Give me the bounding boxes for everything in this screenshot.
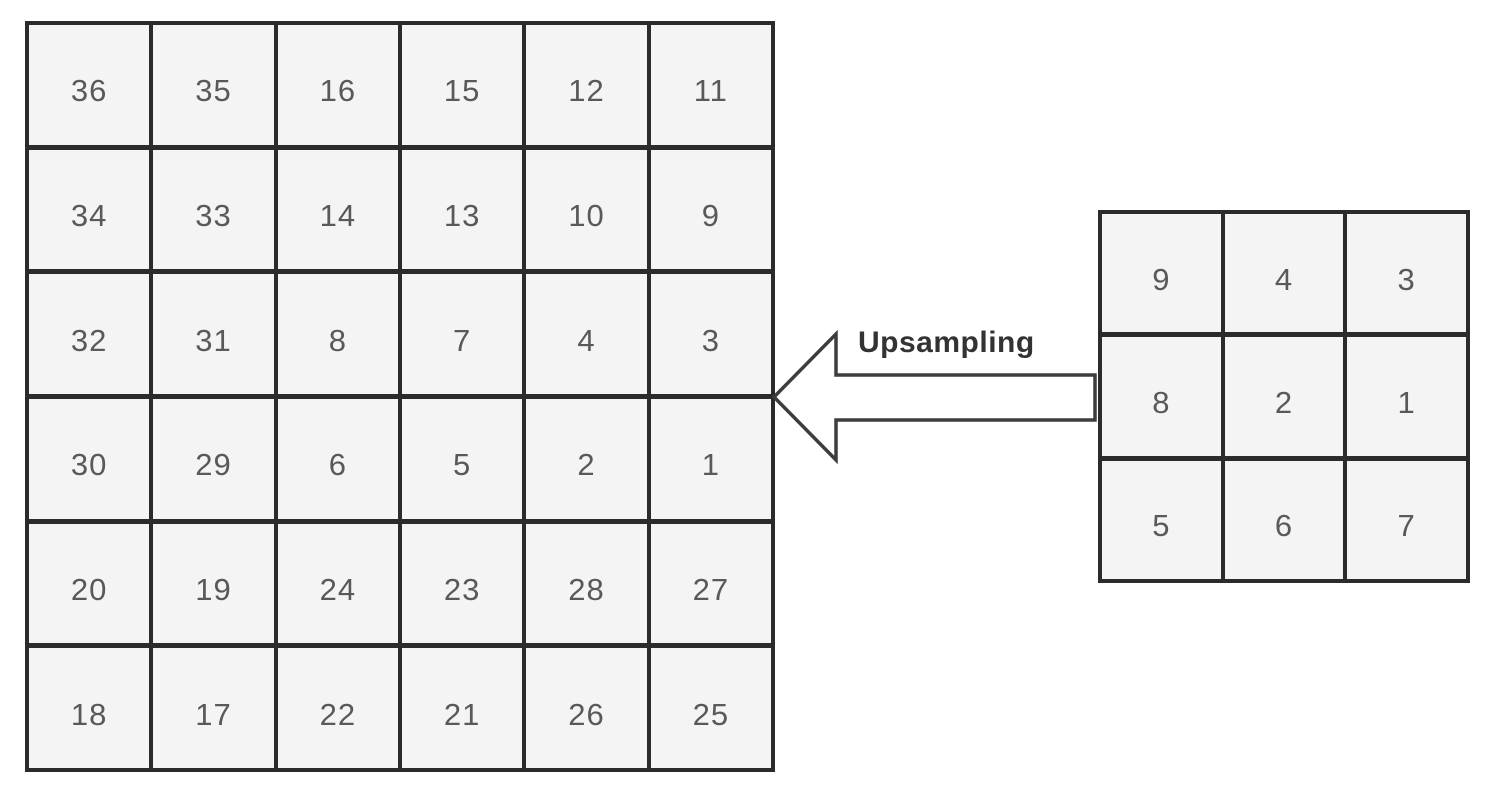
grid-cell: 4 bbox=[1224, 214, 1344, 333]
grid-cell: 36 bbox=[29, 25, 150, 145]
grid-cell: 20 bbox=[29, 523, 150, 644]
upsampling-label: Upsampling bbox=[858, 326, 1035, 359]
grid-cell: 9 bbox=[1102, 214, 1221, 333]
grid-cell: 1 bbox=[1347, 337, 1466, 456]
grid-cell: 3 bbox=[650, 274, 771, 394]
grid-cell: 6 bbox=[1224, 460, 1344, 579]
grid-cell: 7 bbox=[1347, 460, 1466, 579]
grid-cell: 12 bbox=[526, 25, 647, 145]
grid-cell: 5 bbox=[402, 398, 523, 519]
grid-cell: 16 bbox=[277, 25, 398, 145]
grid-cell: 25 bbox=[650, 648, 771, 768]
grid-cell: 5 bbox=[1102, 460, 1221, 579]
grid-cell: 2 bbox=[526, 398, 647, 519]
grid-cell: 6 bbox=[277, 398, 398, 519]
grid-cell: 13 bbox=[402, 149, 523, 270]
grid-cell: 35 bbox=[153, 25, 274, 145]
grid-cell: 3 bbox=[1347, 214, 1466, 333]
grid-cell: 22 bbox=[277, 648, 398, 768]
grid-cell: 8 bbox=[277, 274, 398, 394]
grid-cell: 7 bbox=[402, 274, 523, 394]
grid-cell: 17 bbox=[153, 648, 274, 768]
grid-cell: 15 bbox=[402, 25, 523, 145]
grid-cell: 29 bbox=[153, 398, 274, 519]
grid-cell: 18 bbox=[29, 648, 150, 768]
grid-cell: 19 bbox=[153, 523, 274, 644]
grid-cell: 33 bbox=[153, 149, 274, 270]
grid-cell: 27 bbox=[650, 523, 771, 644]
grid-cell: 31 bbox=[153, 274, 274, 394]
grid-cell: 4 bbox=[526, 274, 647, 394]
grid-cell: 10 bbox=[526, 149, 647, 270]
grid-cell: 26 bbox=[526, 648, 647, 768]
grid-cell: 23 bbox=[402, 523, 523, 644]
grid-cell: 34 bbox=[29, 149, 150, 270]
grid-cell: 1 bbox=[650, 398, 771, 519]
grid-cell: 32 bbox=[29, 274, 150, 394]
grid-cell: 8 bbox=[1102, 337, 1221, 456]
grid-cell: 11 bbox=[650, 25, 771, 145]
grid-cell: 14 bbox=[277, 149, 398, 270]
grid-cell: 28 bbox=[526, 523, 647, 644]
grid-cell: 9 bbox=[650, 149, 771, 270]
grid-cell: 21 bbox=[402, 648, 523, 768]
grid-cell: 24 bbox=[277, 523, 398, 644]
grid-cell: 30 bbox=[29, 398, 150, 519]
grid-cell: 2 bbox=[1224, 337, 1344, 456]
